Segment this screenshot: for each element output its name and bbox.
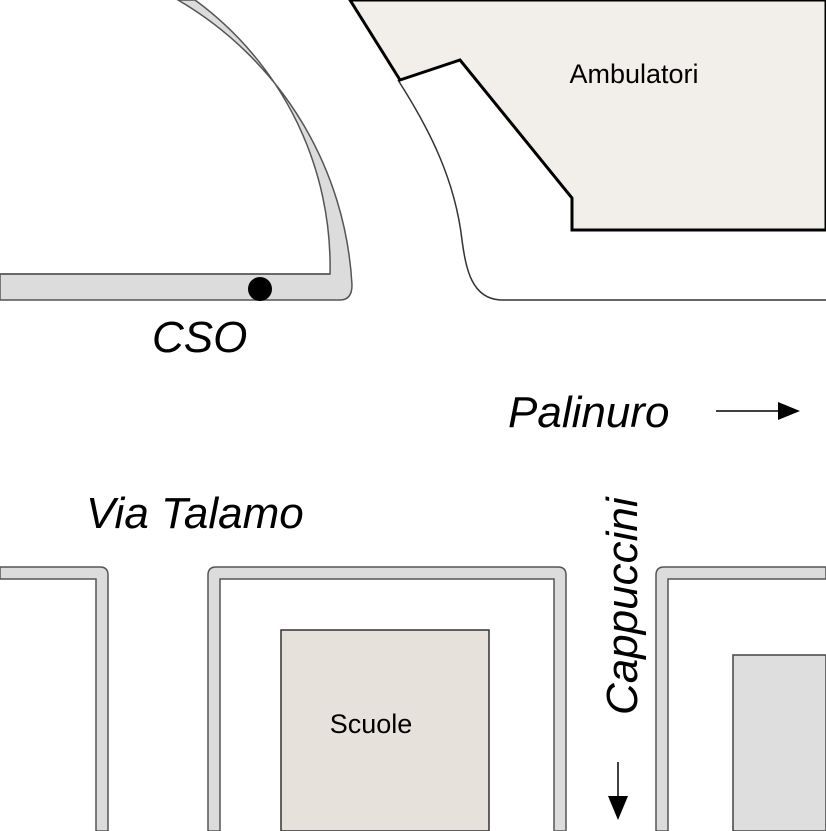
ambulatori-block: Ambulatori <box>348 0 826 301</box>
cso-block <box>0 0 353 301</box>
cso-label: CSO <box>152 313 247 362</box>
bottom-left-block <box>0 566 109 831</box>
ambulatori-sidewalk-edge <box>397 79 826 301</box>
arrow-right-icon <box>716 402 800 420</box>
arrow-down-icon <box>608 762 628 820</box>
via-talamo-street-label: Via Talamo <box>86 489 304 538</box>
palinuro-street-label: Palinuro <box>508 388 669 437</box>
scuole-block: Scuole <box>207 566 567 831</box>
scuole-block-curb <box>207 566 567 831</box>
ambulatori-label: Ambulatori <box>569 59 698 89</box>
cso-marker-icon[interactable] <box>248 277 272 301</box>
cso-block-curb <box>0 0 353 301</box>
bottom-left-curb <box>0 566 109 831</box>
bottom-right-curb <box>655 566 826 831</box>
cappuccini-street-label: Cappuccini <box>598 496 647 715</box>
scuole-building[interactable] <box>280 629 490 831</box>
scuole-label: Scuole <box>330 709 413 739</box>
bottom-right-building[interactable] <box>732 654 826 831</box>
ambulatori-building[interactable] <box>348 0 826 232</box>
bottom-right-block <box>655 566 826 831</box>
